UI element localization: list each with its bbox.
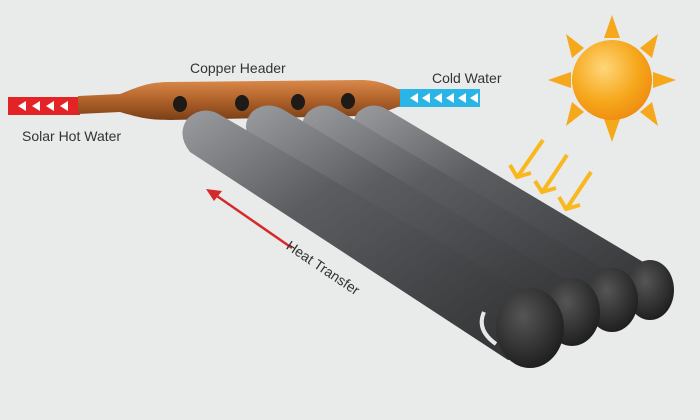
cold-water-flow-arrows bbox=[410, 93, 478, 103]
sun-rays bbox=[548, 15, 676, 142]
sun-disc bbox=[572, 40, 652, 120]
sunlight-arrows-icon bbox=[508, 138, 593, 212]
tube-highlight bbox=[479, 311, 498, 346]
tube-end-cap bbox=[626, 260, 674, 320]
hot-water-flow-arrows bbox=[18, 101, 68, 111]
solar-hot-water-label: Solar Hot Water bbox=[22, 128, 122, 144]
copper-header bbox=[78, 80, 400, 120]
cold-water-inlet-pipe bbox=[398, 89, 480, 107]
copper-header-label: Copper Header bbox=[190, 60, 286, 76]
hot-water-outlet-pipe bbox=[8, 97, 80, 115]
cold-water-label: Cold Water bbox=[432, 70, 502, 86]
heat-transfer-arrow bbox=[206, 189, 293, 250]
heat-transfer-arrow-line bbox=[213, 192, 293, 250]
heat-transfer-arrowhead bbox=[206, 189, 222, 201]
evacuated-tubes bbox=[182, 105, 674, 368]
sun-icon bbox=[548, 15, 676, 142]
evacuated-tube-1 bbox=[182, 110, 564, 368]
header-ports bbox=[173, 93, 355, 112]
tube-end-cap bbox=[496, 288, 564, 368]
